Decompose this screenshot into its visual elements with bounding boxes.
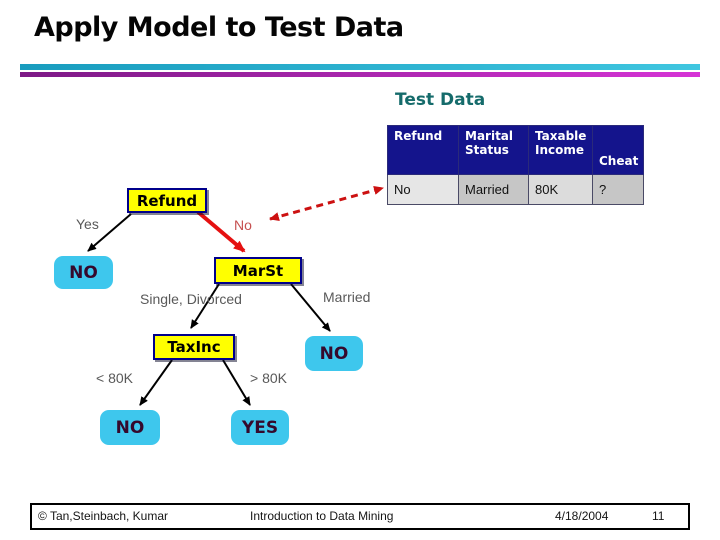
- branch-label-gt-80k: > 80K: [250, 370, 287, 386]
- branch-label-yes: Yes: [76, 216, 99, 232]
- table-row: No Married 80K ?: [387, 174, 644, 205]
- slide-title: Apply Model to Test Data: [34, 12, 404, 43]
- branch-label-married: Married: [323, 289, 371, 305]
- cell-refund: No: [387, 174, 459, 205]
- footer-date: 4/18/2004: [555, 509, 609, 523]
- divider-line-teal: [20, 64, 700, 70]
- test-data-table: Refund Marital Status Taxable Income Che…: [387, 125, 644, 205]
- tree-node-marst: MarSt: [214, 257, 302, 284]
- branch-label-lt-80k: < 80K: [96, 370, 133, 386]
- cell-taxable-income: 80K: [528, 174, 593, 205]
- tree-node-taxinc: TaxInc: [153, 334, 235, 360]
- tree-leaf-income-high-yes: YES: [231, 410, 289, 445]
- cell-cheat: ?: [592, 174, 644, 205]
- active-branch-arrow-no: [196, 210, 246, 253]
- row-to-branch-dashed-arrow: [269, 186, 384, 221]
- cell-marital-status: Married: [458, 174, 529, 205]
- tree-node-refund: Refund: [127, 188, 207, 213]
- branch-arrow-married: [290, 283, 331, 332]
- column-header-marital-status: Marital Status: [458, 125, 529, 175]
- slide-footer: © Tan,Steinbach, Kumar Introduction to D…: [30, 503, 690, 530]
- footer-page-number: 11: [652, 509, 665, 523]
- tree-leaf-refund-yes-no: NO: [54, 256, 113, 289]
- test-data-heading: Test Data: [395, 90, 486, 110]
- table-header-row: Refund Marital Status Taxable Income Che…: [387, 125, 644, 175]
- footer-copyright: © Tan,Steinbach, Kumar: [38, 509, 169, 523]
- branch-label-single-divorced: Single, Divorced: [140, 291, 242, 307]
- branch-arrow-gt-80k: [222, 359, 251, 406]
- branch-arrow-yes: [87, 213, 132, 252]
- tree-leaf-married-no: NO: [305, 336, 363, 371]
- branch-arrow-lt-80k: [139, 359, 173, 406]
- divider-line-purple: [20, 72, 700, 77]
- branch-arrow-single-divorced: [190, 283, 220, 329]
- branch-label-no: No: [234, 217, 252, 233]
- tree-leaf-income-low-no: NO: [100, 410, 160, 445]
- footer-course-title: Introduction to Data Mining: [250, 509, 394, 523]
